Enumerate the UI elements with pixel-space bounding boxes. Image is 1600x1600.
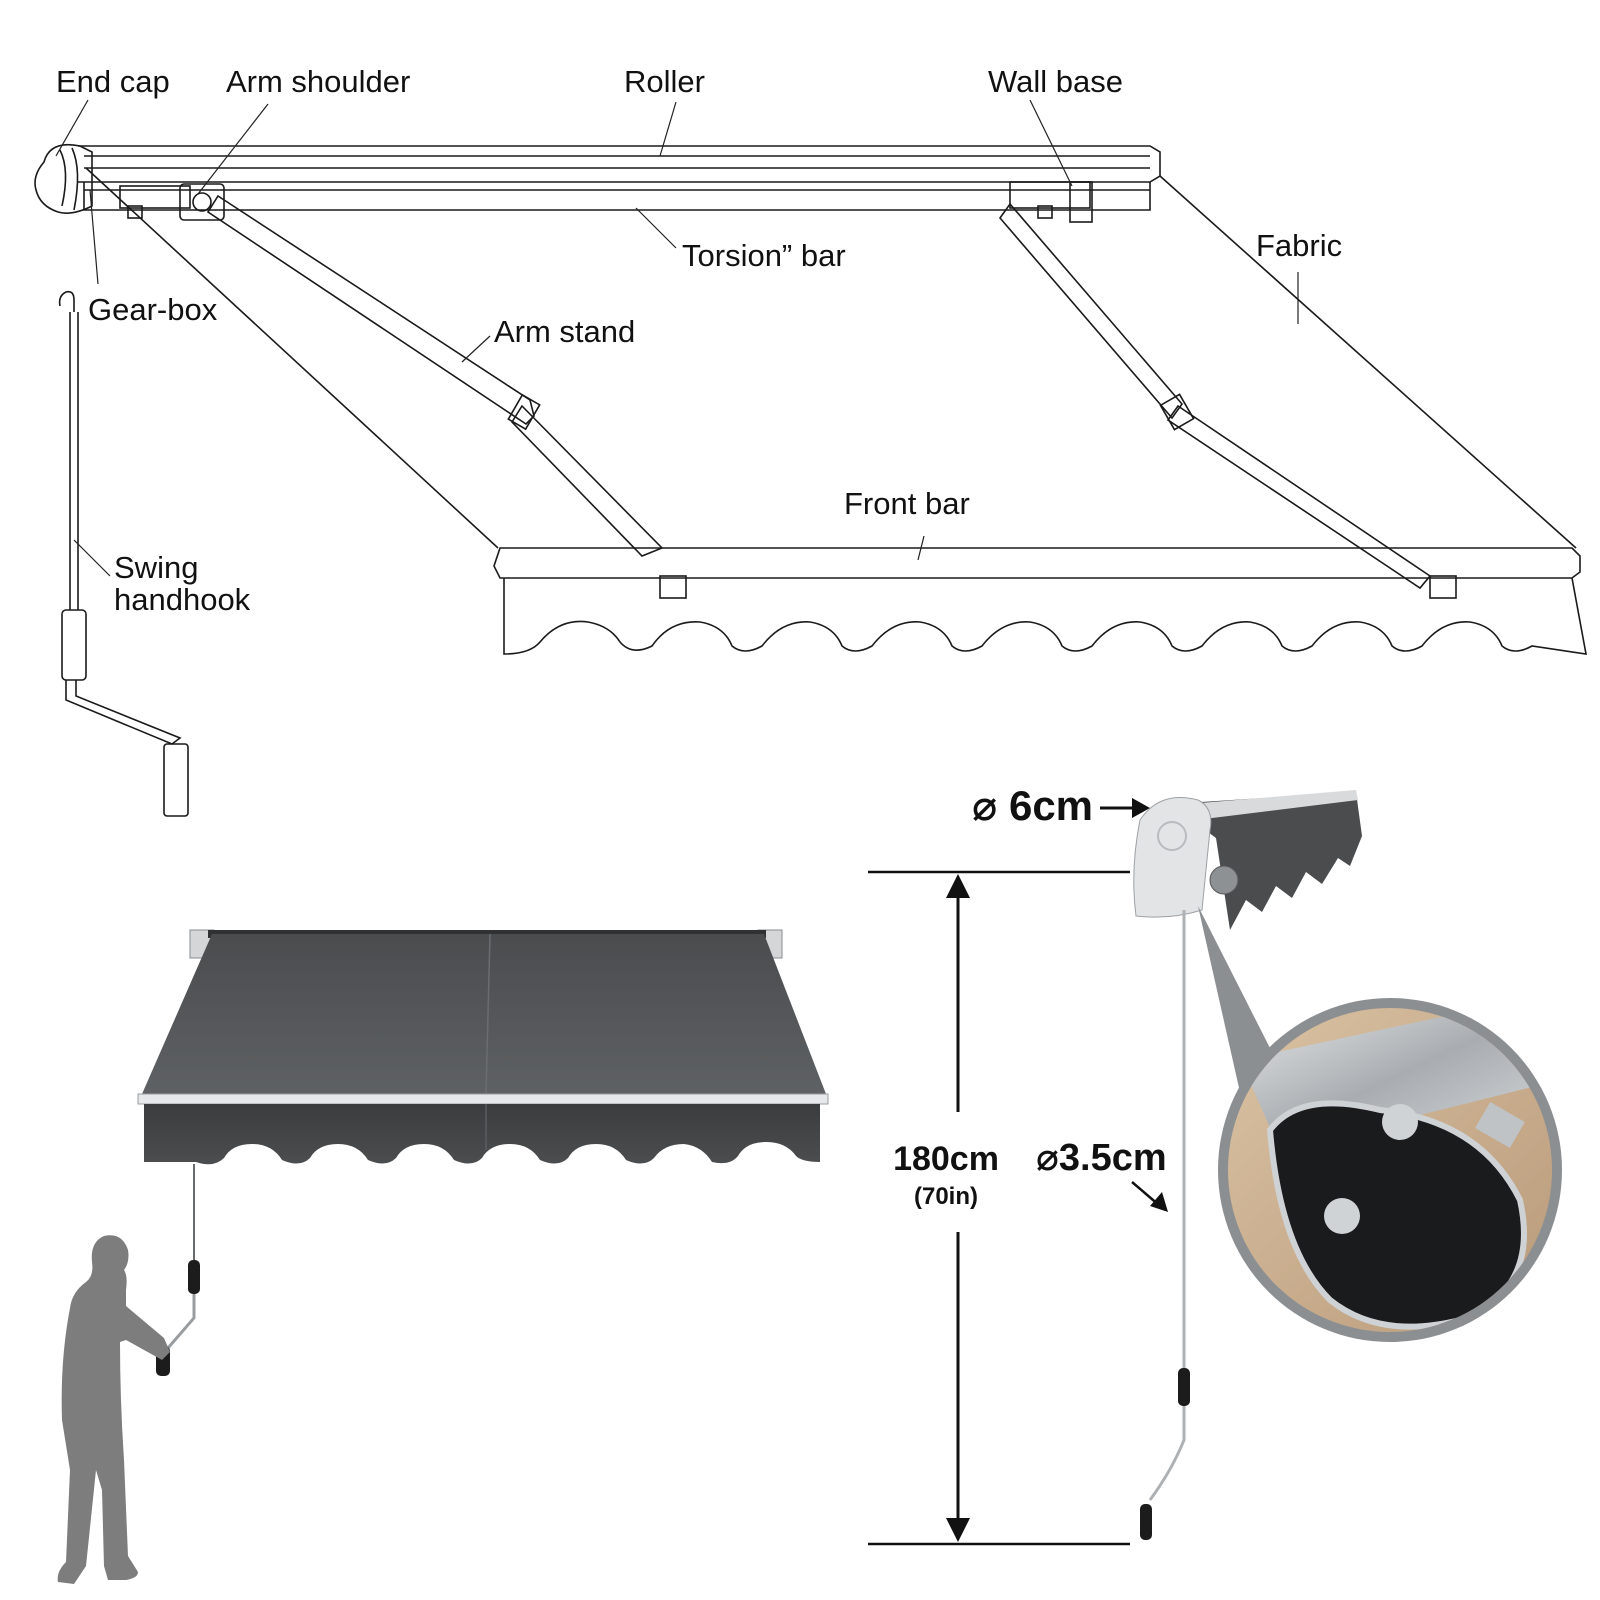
wall-base-right [1009, 181, 1093, 223]
front-bar [493, 547, 1581, 599]
awning-front-bar [137, 1093, 829, 1105]
dimension-view: 180cm (70in) ⌀ 6cm ⌀3.5cm [868, 782, 1562, 1546]
swing-handhook [58, 290, 189, 817]
label-roller: Roller [624, 64, 705, 99]
fabric-seam [485, 933, 491, 1095]
awning-valance [144, 1104, 820, 1165]
parts-line-art: End cap Arm shoulder Roller Wall base To… [34, 64, 1587, 817]
roller-head-photo [1133, 790, 1362, 930]
valance-outline [503, 577, 1587, 655]
label-torsion-bar: Torsion” bar [682, 238, 846, 273]
profile-zoom-circle [1218, 998, 1562, 1342]
roller-diameter: ⌀ 6cm [972, 782, 1093, 829]
arm-stand-left [206, 194, 664, 557]
label-swing-handhook-1: Swing [114, 550, 198, 585]
part-labels: End cap Arm shoulder Roller Wall base To… [56, 64, 1342, 617]
height-imperial: (70in) [914, 1183, 978, 1210]
crank-rod [1140, 910, 1190, 1540]
arm-stand-right [998, 202, 1432, 590]
label-arm-stand: Arm stand [494, 314, 635, 349]
crank-diameter: ⌀3.5cm [1036, 1137, 1167, 1179]
roller [78, 145, 1161, 183]
height-value: 180cm [893, 1140, 999, 1178]
person-silhouette [57, 1235, 170, 1584]
awning-product-view [57, 929, 829, 1584]
label-front-bar: Front bar [844, 486, 970, 521]
crank-diameter-arrow [1131, 1181, 1168, 1212]
arm-shoulder-left [119, 183, 225, 221]
label-arm-shoulder: Arm shoulder [226, 64, 410, 99]
torsion-bar [83, 182, 1151, 211]
roller-diameter-arrow [1100, 798, 1150, 818]
zoom-callout-wedge [1198, 906, 1272, 1110]
awning-fabric [142, 934, 826, 1094]
height-dimension-arrow [946, 874, 970, 1542]
end-cap [34, 143, 93, 214]
fabric-edges [85, 167, 1577, 549]
label-end-cap: End cap [56, 64, 170, 99]
label-swing-handhook-2: handhook [114, 582, 251, 617]
leader-lines [55, 99, 1299, 577]
label-fabric: Fabric [1256, 228, 1342, 263]
label-gear-box: Gear-box [88, 292, 218, 327]
label-wall-base: Wall base [988, 64, 1123, 99]
